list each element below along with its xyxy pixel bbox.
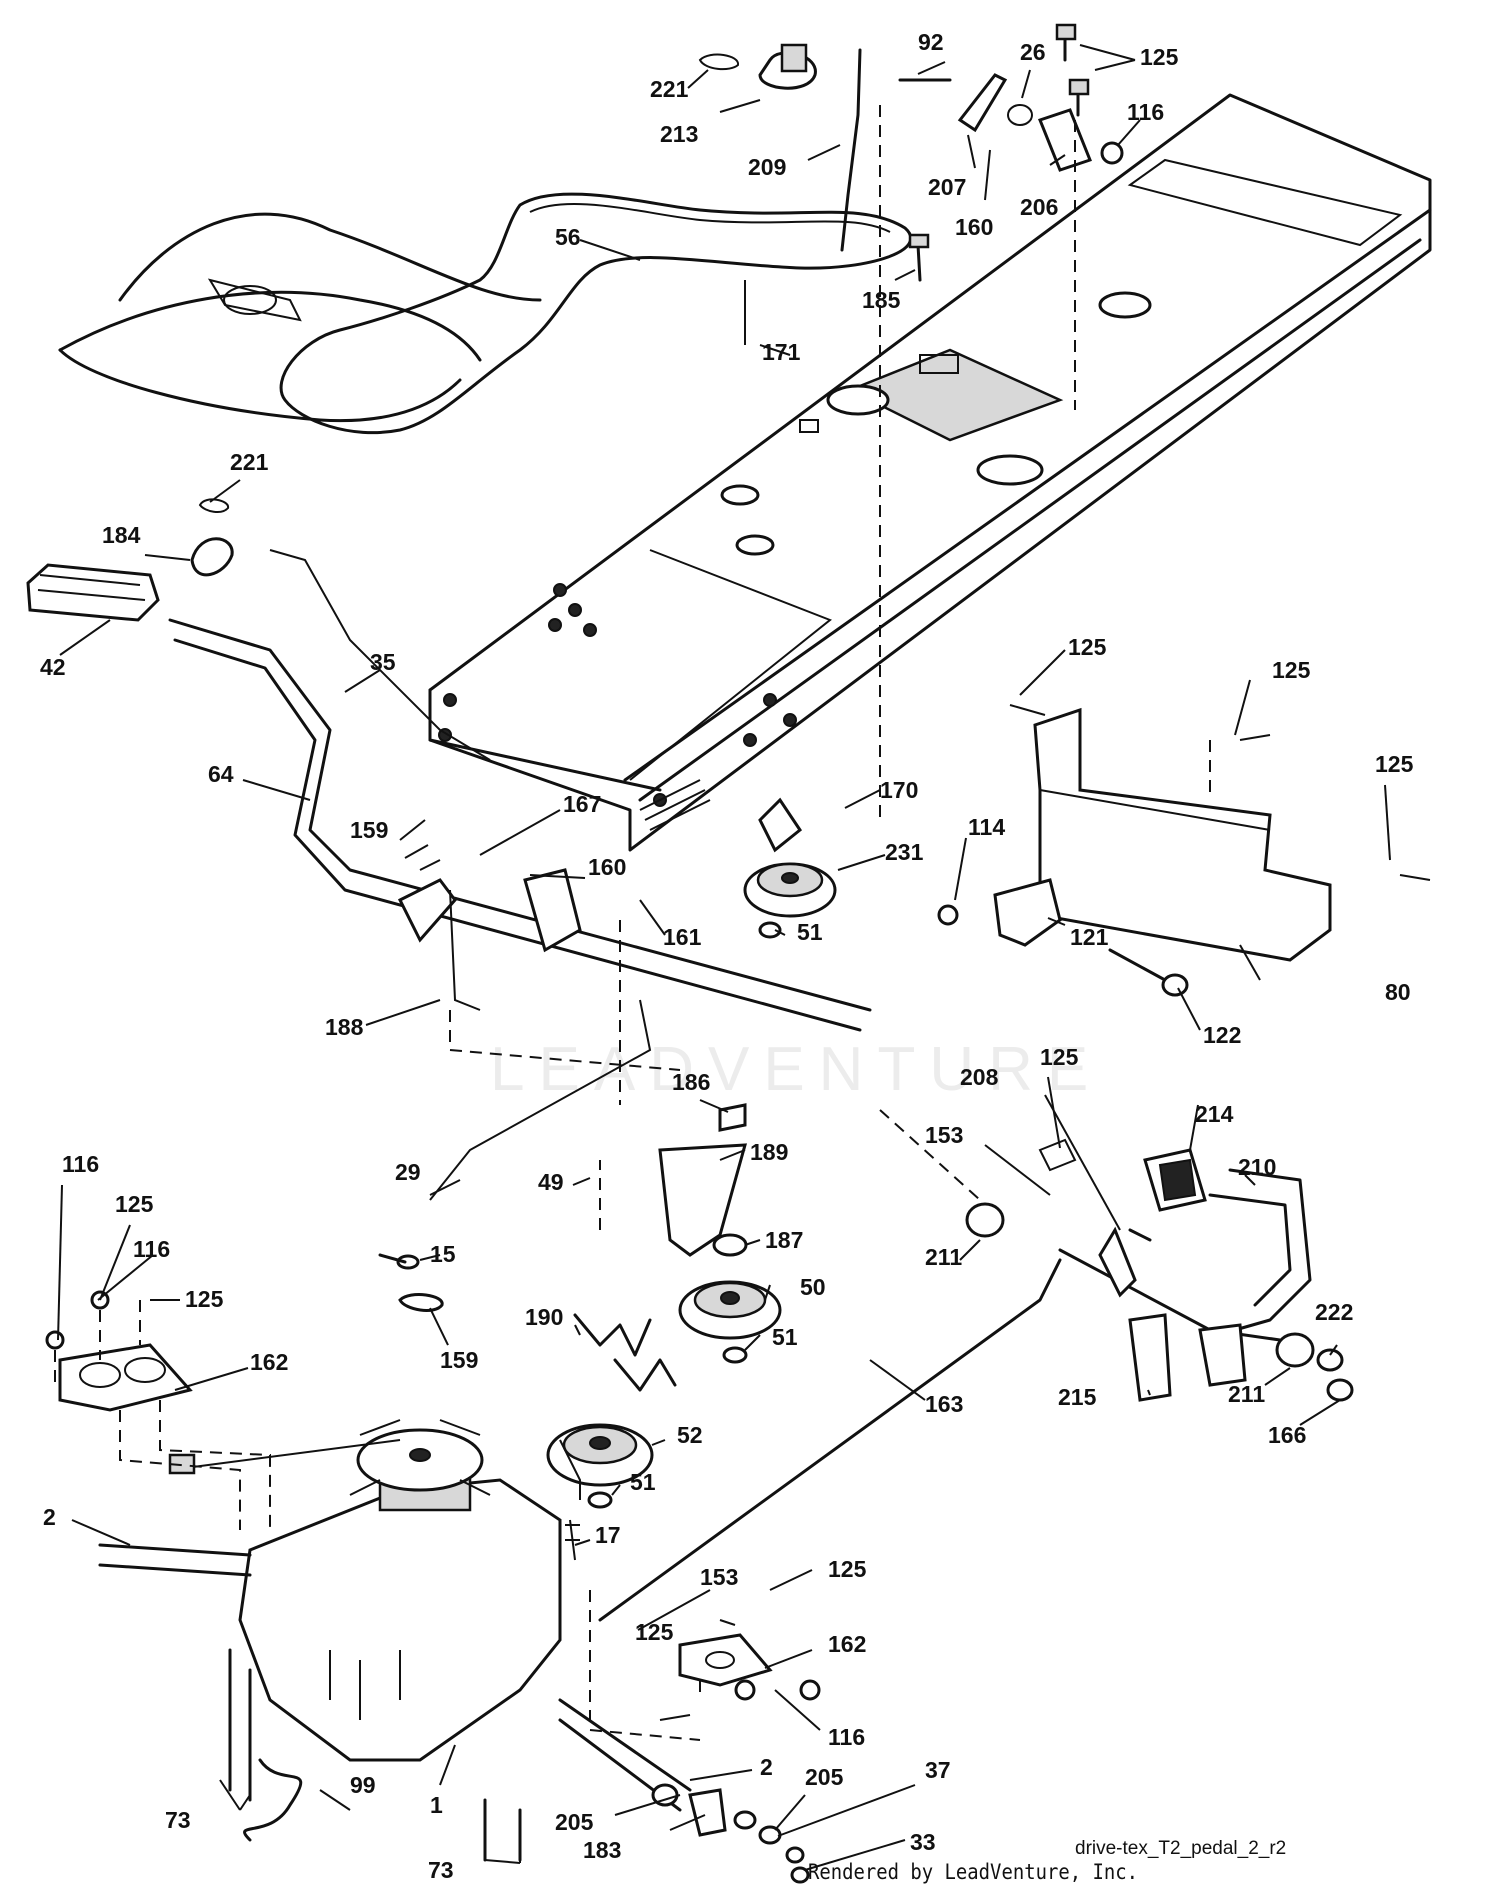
callout-51: 51 [772, 1324, 798, 1350]
callout-159: 159 [350, 817, 388, 843]
callout-189: 189 [750, 1139, 788, 1165]
callout-209: 209 [748, 154, 786, 180]
callout-161: 161 [663, 924, 702, 950]
callout-116: 116 [133, 1236, 170, 1262]
transaxle-assembly [98, 1350, 701, 1862]
callout-116: 116 [62, 1151, 99, 1177]
callout-99: 99 [350, 1772, 376, 1798]
callout-125: 125 [1140, 44, 1179, 70]
callout-185: 185 [862, 287, 901, 313]
render-credit: Rendered by LeadVenture, Inc. [808, 1860, 1138, 1884]
callout-186: 186 [672, 1069, 710, 1095]
callout-163: 163 [925, 1391, 963, 1417]
callout-205: 205 [555, 1809, 594, 1835]
callout-222: 222 [1315, 1299, 1353, 1325]
watermark: LEADVENTURE [490, 1035, 1102, 1104]
callout-52: 52 [677, 1422, 703, 1448]
callout-51: 51 [630, 1469, 656, 1495]
callout-29: 29 [395, 1159, 421, 1185]
callout-153: 153 [700, 1564, 738, 1590]
callout-125: 125 [1375, 751, 1414, 777]
callout-183: 183 [583, 1837, 621, 1863]
callout-42: 42 [40, 654, 66, 680]
callout-214: 214 [1195, 1101, 1234, 1127]
callout-125: 125 [1272, 657, 1311, 683]
callout-125: 125 [1040, 1044, 1079, 1070]
callout-215: 215 [1058, 1384, 1097, 1410]
callout-121: 121 [1070, 924, 1109, 950]
callout-2: 2 [43, 1504, 56, 1530]
callout-122: 122 [1203, 1022, 1241, 1048]
callout-162: 162 [828, 1631, 866, 1657]
tractor-frame [428, 93, 1432, 852]
callout-221: 221 [650, 76, 689, 102]
callout-73: 73 [165, 1807, 191, 1833]
callout-49: 49 [538, 1169, 564, 1195]
callout-26: 26 [1020, 39, 1046, 65]
callout-80: 80 [1385, 979, 1411, 1005]
leader-lines [57, 44, 1391, 1871]
callout-114: 114 [968, 814, 1005, 840]
callout-184: 184 [102, 522, 141, 548]
drive-belt-56 [279, 192, 913, 435]
callout-35: 35 [370, 649, 396, 675]
callout-205: 205 [805, 1764, 844, 1790]
callout-125: 125 [115, 1191, 154, 1217]
center-pulley-stack [546, 779, 837, 1561]
callout-213: 213 [660, 121, 698, 147]
shift-lever-assembly [26, 498, 872, 1312]
callout-125: 125 [635, 1619, 674, 1645]
callout-211: 211 [925, 1244, 962, 1270]
callout-208: 208 [960, 1064, 999, 1090]
brake-pedal-assembly [879, 1109, 1354, 1402]
callout-231: 231 [885, 839, 924, 865]
callout-33: 33 [910, 1829, 936, 1855]
callout-125: 125 [185, 1286, 224, 1312]
callout-160: 160 [955, 214, 993, 240]
callout-15: 15 [430, 1241, 456, 1267]
callout-210: 210 [1238, 1154, 1276, 1180]
callout-37: 37 [925, 1757, 951, 1783]
upper-linkage-parts [698, 23, 1124, 820]
callout-116: 116 [1127, 99, 1164, 125]
callout-162: 162 [250, 1349, 288, 1375]
callout-166: 166 [1268, 1422, 1306, 1448]
callout-125: 125 [828, 1556, 867, 1582]
brake-rod-163 [598, 1258, 1062, 1622]
callout-116: 116 [828, 1724, 865, 1750]
callout-171: 171 [762, 339, 801, 365]
callout-187: 187 [765, 1227, 803, 1253]
front-bracket-80 [937, 704, 1431, 997]
callout-labels: 221 213 209 92 26 125 116 207 160 206 56… [40, 29, 1414, 1883]
callout-207: 207 [928, 174, 966, 200]
callout-190: 190 [525, 1304, 563, 1330]
axle-hardware [651, 1714, 810, 1884]
callout-64: 64 [208, 761, 234, 787]
callout-206: 206 [1020, 194, 1058, 220]
diagram-file-id: drive-tex_T2_pedal_2_r2 [1075, 1838, 1287, 1859]
callout-221: 221 [230, 449, 269, 475]
fender-shape [58, 212, 542, 423]
callout-167: 167 [563, 791, 601, 817]
callout-56: 56 [555, 224, 581, 250]
callout-51: 51 [797, 919, 823, 945]
callout-17: 17 [595, 1522, 621, 1548]
callout-211: 211 [1228, 1381, 1265, 1407]
callout-125: 125 [1068, 634, 1107, 660]
callout-159: 159 [440, 1347, 478, 1373]
callout-73: 73 [428, 1857, 454, 1883]
callout-1: 1 [430, 1792, 443, 1818]
callout-92: 92 [918, 29, 944, 55]
callout-2: 2 [760, 1754, 773, 1780]
callout-50: 50 [800, 1274, 826, 1300]
callout-188: 188 [325, 1014, 364, 1040]
callout-170: 170 [880, 777, 918, 803]
callout-160: 160 [588, 854, 626, 880]
callout-153: 153 [925, 1122, 963, 1148]
hitch-plates-162 [45, 1290, 821, 1701]
